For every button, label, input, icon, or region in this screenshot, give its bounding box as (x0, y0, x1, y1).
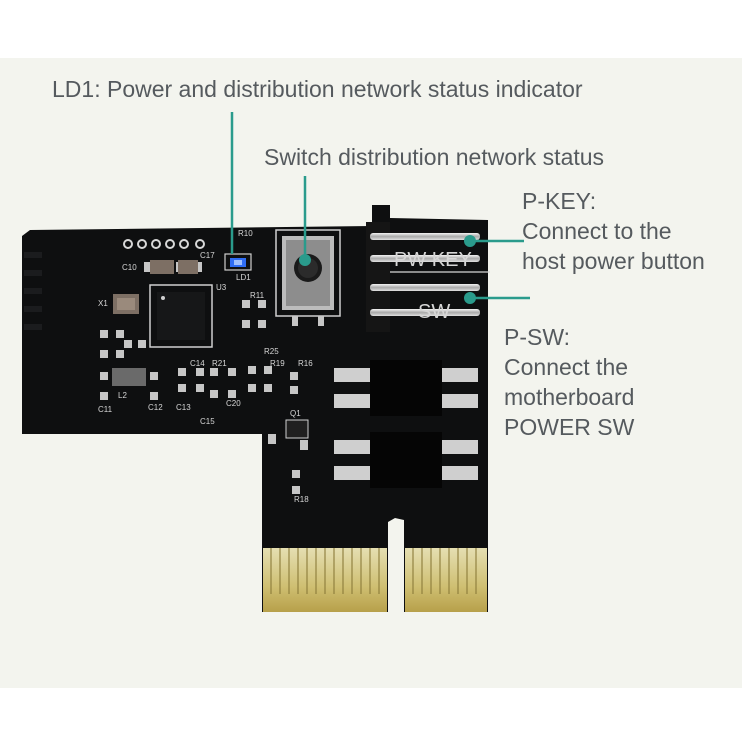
psw-line2: motherboard (504, 384, 635, 410)
callout-lines (230, 112, 530, 300)
silk-ld1: LD1 (236, 273, 251, 282)
silk-l2: L2 (118, 391, 127, 400)
inductor-l2 (112, 368, 146, 386)
test-points (123, 239, 205, 249)
pkey-line2: host power button (522, 248, 705, 274)
silk-c12: C12 (148, 403, 163, 412)
mcu-u3 (149, 284, 213, 348)
silk-r11: R11 (250, 291, 265, 300)
silk-r21: R21 (212, 359, 227, 368)
ic-relay-2 (334, 432, 478, 488)
silk-header-bottom: SW (418, 301, 450, 323)
psw-title: P-SW: (504, 324, 571, 350)
silk-c14: C14 (190, 359, 205, 368)
psw-line1: Connect the (504, 354, 629, 380)
silk-c15: C15 (200, 417, 215, 426)
pkey-line1: Connect to the (522, 218, 672, 244)
pin-header (366, 222, 480, 332)
silk-r25: R25 (264, 347, 279, 356)
pcie-gold-fingers (263, 548, 487, 612)
silk-u3: U3 (216, 283, 227, 292)
switch-annotation: Switch distribution network status (264, 144, 605, 170)
silk-c17: C17 (200, 251, 215, 260)
silk-r10: R10 (238, 229, 253, 238)
silk-x1: X1 (98, 299, 108, 308)
silk-c10: C10 (122, 263, 137, 272)
led-ld1 (224, 253, 252, 271)
silk-c13: C13 (176, 403, 191, 412)
silk-header-top: PW KEY (394, 249, 472, 271)
psw-line3: POWER SW (504, 414, 635, 440)
silk-q1: Q1 (290, 409, 301, 418)
silk-r18: R18 (294, 495, 309, 504)
ic-relay-1 (334, 360, 478, 416)
tactile-switch (275, 229, 341, 326)
silk-c20: C20 (226, 399, 241, 408)
ld1-annotation: LD1: Power and distribution network stat… (52, 76, 583, 102)
pkey-title: P-KEY: (522, 188, 597, 214)
silk-c11: C11 (98, 405, 113, 414)
silk-r19: R19 (270, 359, 285, 368)
silk-r16: R16 (298, 359, 313, 368)
